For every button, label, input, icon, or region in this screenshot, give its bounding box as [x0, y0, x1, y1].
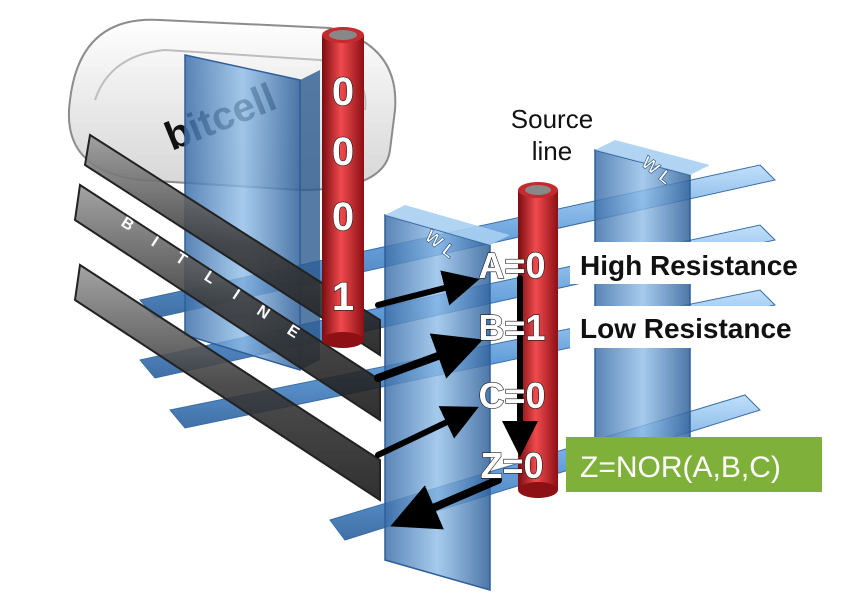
arrow-c	[375, 406, 479, 458]
arrow-z-out	[390, 476, 502, 530]
formula-label: Z=NOR(A,B,C)	[580, 451, 781, 484]
arrow-a	[375, 270, 480, 308]
bitline-3	[73, 263, 381, 502]
high-resistance-bg	[570, 242, 842, 284]
arrow-b	[374, 333, 484, 382]
bit-digit-3: 0	[332, 195, 354, 239]
input-labels: A=0 B=1 C=0 Z=0	[478, 244, 546, 486]
bitcell-red-pillar	[322, 27, 364, 348]
input-a: A=0	[478, 245, 545, 286]
input-c: C=0	[478, 375, 545, 416]
bit-digit-2: 0	[332, 130, 354, 174]
formula-box	[566, 437, 822, 492]
low-resistance-label: Low Resistance	[580, 313, 792, 344]
signal-arrows	[374, 270, 538, 530]
bit-digit-1: 0	[332, 70, 354, 114]
pillar-2	[384, 214, 491, 591]
bitline-2	[73, 183, 381, 422]
high-resistance-label: High Resistance	[580, 250, 798, 281]
input-b: B=1	[478, 307, 545, 348]
bitline-1	[83, 133, 381, 357]
low-resistance-bg	[570, 306, 836, 348]
bit-digit-4: 1	[332, 275, 354, 319]
output-z: Z=0	[480, 445, 543, 486]
source-line-label-1: Source	[511, 104, 593, 134]
source-line-label-2: line	[532, 136, 572, 166]
bit-digits: 0 0 0 1	[331, 69, 354, 319]
